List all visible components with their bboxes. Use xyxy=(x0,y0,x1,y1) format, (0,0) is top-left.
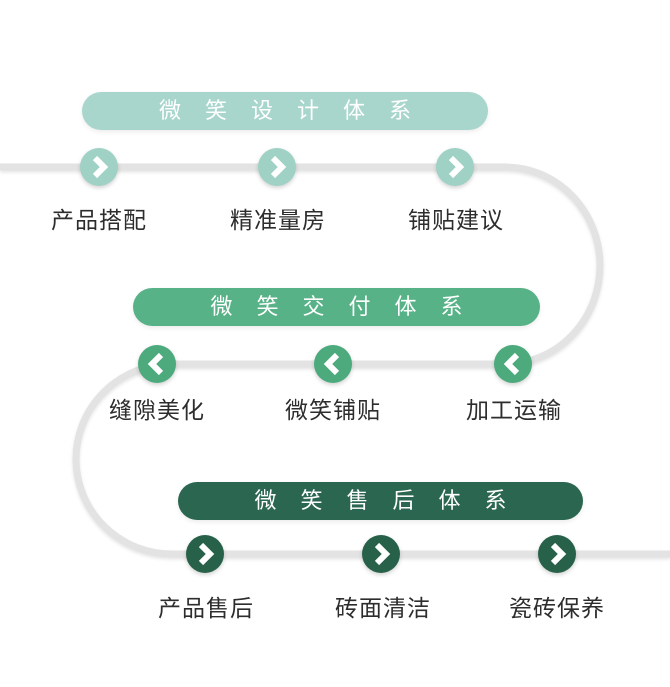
section-title: 微笑售后体系 xyxy=(254,488,531,513)
step-label: 铺贴建议 xyxy=(408,207,504,233)
step-label: 微笑铺贴 xyxy=(285,397,381,423)
chevron-left-icon xyxy=(138,345,176,383)
step-label: 砖面清洁 xyxy=(335,595,431,621)
flow-node xyxy=(138,345,176,383)
flow-node xyxy=(436,148,474,186)
section-title-pill: 微笑售后体系 xyxy=(178,482,583,520)
section-title-pill: 微笑设计体系 xyxy=(82,92,488,130)
step-label: 缝隙美化 xyxy=(109,397,205,423)
section-title-pill: 微笑交付体系 xyxy=(133,288,540,326)
flow-node xyxy=(80,148,118,186)
chevron-left-icon xyxy=(314,345,352,383)
section-title: 微笑交付体系 xyxy=(210,294,487,319)
section-title: 微笑设计体系 xyxy=(158,98,435,123)
step-label: 加工运输 xyxy=(466,397,562,423)
chevron-right-icon xyxy=(362,535,400,573)
step-label: 产品搭配 xyxy=(51,207,147,233)
flow-node xyxy=(494,345,532,383)
step-label: 精准量房 xyxy=(230,207,326,233)
flow-node xyxy=(186,535,224,573)
step-label: 瓷砖保养 xyxy=(509,595,605,621)
step-label: 产品售后 xyxy=(158,595,254,621)
flow-node xyxy=(362,535,400,573)
chevron-right-icon xyxy=(80,148,118,186)
chevron-right-icon xyxy=(436,148,474,186)
chevron-right-icon xyxy=(538,535,576,573)
flow-node xyxy=(258,148,296,186)
flow-node xyxy=(314,345,352,383)
chevron-right-icon xyxy=(258,148,296,186)
flow-node xyxy=(538,535,576,573)
chevron-left-icon xyxy=(494,345,532,383)
chevron-right-icon xyxy=(186,535,224,573)
